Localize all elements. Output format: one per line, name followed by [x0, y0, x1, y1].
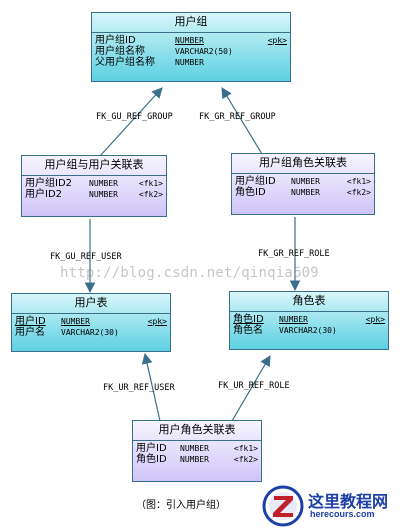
- column-type: VARCHAR2(50): [175, 47, 233, 56]
- column-type: NUMBER: [61, 317, 90, 326]
- figure-caption: （图：引入用户组）: [136, 500, 226, 511]
- column-name: 用户ID2: [25, 189, 63, 200]
- entity-title: 用户组与用户关联表: [22, 156, 166, 176]
- column-name: 角色ID: [136, 454, 167, 465]
- link-gr-group: [221, 87, 263, 155]
- column-name: 用户组ID: [95, 35, 136, 46]
- link-ur-user: [141, 352, 161, 422]
- column-row: 角色ID NUMBER <fk2>: [235, 187, 371, 198]
- column-type: NUMBER: [89, 179, 118, 188]
- column-name: 用户ID: [136, 443, 167, 454]
- column-type: NUMBER: [291, 188, 320, 197]
- column-row: 角色ID NUMBER <pk>: [233, 314, 385, 325]
- site-logo[interactable]: 这里教程网 herecours.com: [262, 485, 398, 527]
- z-logo-icon: [262, 485, 304, 527]
- entity-columns: 角色ID NUMBER <pk> 角色名 VARCHAR2(30): [230, 312, 388, 338]
- column-row: 角色名 VARCHAR2(30): [233, 325, 385, 336]
- entity-group-user[interactable]: 用户组与用户关联表 用户组ID2 NUMBER <fk1> 用户ID2 NUMB…: [21, 155, 167, 217]
- entity-user[interactable]: 用户表 用户ID NUMBER <pk> 用户名 VARCHAR2(30): [11, 293, 171, 352]
- column-type: NUMBER: [89, 190, 118, 199]
- column-row: 用户组名称 VARCHAR2(50): [95, 46, 287, 57]
- entity-group-role[interactable]: 用户组角色关联表 用户组ID NUMBER <fk1> 角色ID NUMBER …: [231, 153, 375, 215]
- entity-user-group[interactable]: 用户组 用户组ID NUMBER <pk> 用户组名称 VARCHAR2(50)…: [91, 12, 291, 82]
- label-fk-gr-ref-group: FK_GR_REF_GROUP: [199, 112, 276, 122]
- column-type: NUMBER: [279, 315, 308, 324]
- label-fk-gr-ref-role: FK_GR_REF_ROLE: [258, 249, 330, 259]
- column-row: 用户名 VARCHAR2(30): [15, 327, 167, 338]
- column-row: 用户组ID NUMBER <pk>: [95, 35, 287, 46]
- entity-columns: 用户组ID NUMBER <fk1> 角色ID NUMBER <fk2>: [232, 174, 374, 200]
- logo-name: 这里教程网: [308, 492, 389, 511]
- column-name: 用户ID: [15, 316, 46, 327]
- column-key: <fk1>: [346, 177, 371, 186]
- column-type: VARCHAR2(30): [61, 328, 119, 337]
- entity-user-role[interactable]: 用户角色关联表 用户ID NUMBER <fk1> 角色ID NUMBER <f…: [132, 420, 262, 482]
- column-key: <fk1>: [138, 179, 163, 188]
- watermark-url: http://blog.csdn.net/qinqia609: [60, 265, 319, 281]
- column-name: 角色ID: [233, 314, 264, 325]
- column-key: <pk>: [365, 315, 385, 324]
- column-name: 用户组名称: [95, 46, 145, 57]
- link-ur-role: [231, 355, 271, 422]
- column-name: 用户名: [15, 327, 45, 338]
- column-name: 父用户组名称: [95, 57, 155, 68]
- column-type: NUMBER: [180, 455, 209, 464]
- column-key: <pk>: [147, 317, 167, 326]
- column-type: NUMBER: [291, 177, 320, 186]
- entity-role[interactable]: 角色表 角色ID NUMBER <pk> 角色名 VARCHAR2(30): [229, 291, 389, 350]
- logo-domain: herecours.com: [310, 509, 375, 519]
- entity-title: 用户角色关联表: [133, 421, 261, 441]
- column-key: <pk>: [267, 36, 287, 45]
- entity-columns: 用户组ID NUMBER <pk> 用户组名称 VARCHAR2(50) 父用户…: [92, 33, 290, 70]
- label-fk-ur-ref-user: FK_UR_REF_USER: [103, 383, 175, 393]
- column-row: 用户ID NUMBER <pk>: [15, 316, 167, 327]
- column-type: NUMBER: [175, 58, 204, 67]
- label-fk-gu-ref-user: FK_GU_REF_USER: [50, 252, 122, 262]
- column-row: 用户组ID2 NUMBER <fk1>: [25, 178, 163, 189]
- entity-title: 用户表: [12, 294, 170, 314]
- column-key: <fk1>: [233, 444, 258, 453]
- entity-title: 用户组角色关联表: [232, 154, 374, 174]
- column-row: 角色ID NUMBER <fk2>: [136, 454, 258, 465]
- column-row: 用户ID2 NUMBER <fk2>: [25, 189, 163, 200]
- column-key: <fk2>: [233, 455, 258, 464]
- column-name: 用户组ID: [235, 176, 276, 187]
- column-name: 用户组ID2: [25, 178, 73, 189]
- label-fk-ur-ref-role: FK_UR_REF_ROLE: [218, 381, 290, 391]
- column-key: <fk2>: [346, 188, 371, 197]
- column-row: 父用户组名称 NUMBER: [95, 57, 287, 68]
- column-row: 用户ID NUMBER <fk1>: [136, 443, 258, 454]
- column-type: NUMBER: [180, 444, 209, 453]
- label-fk-gu-ref-group: FK_GU_REF_GROUP: [96, 112, 173, 122]
- entity-title: 角色表: [230, 292, 388, 312]
- entity-columns: 用户ID NUMBER <pk> 用户名 VARCHAR2(30): [12, 314, 170, 340]
- link-gu-group: [99, 87, 163, 157]
- column-name: 角色ID: [235, 187, 266, 198]
- entity-title: 用户组: [92, 13, 290, 33]
- entity-columns: 用户ID NUMBER <fk1> 角色ID NUMBER <fk2>: [133, 441, 261, 467]
- column-type: NUMBER: [175, 36, 204, 45]
- entity-columns: 用户组ID2 NUMBER <fk1> 用户ID2 NUMBER <fk2>: [22, 176, 166, 202]
- column-key: <fk2>: [138, 190, 163, 199]
- column-type: VARCHAR2(30): [279, 326, 337, 335]
- column-name: 角色名: [233, 325, 263, 336]
- column-row: 用户组ID NUMBER <fk1>: [235, 176, 371, 187]
